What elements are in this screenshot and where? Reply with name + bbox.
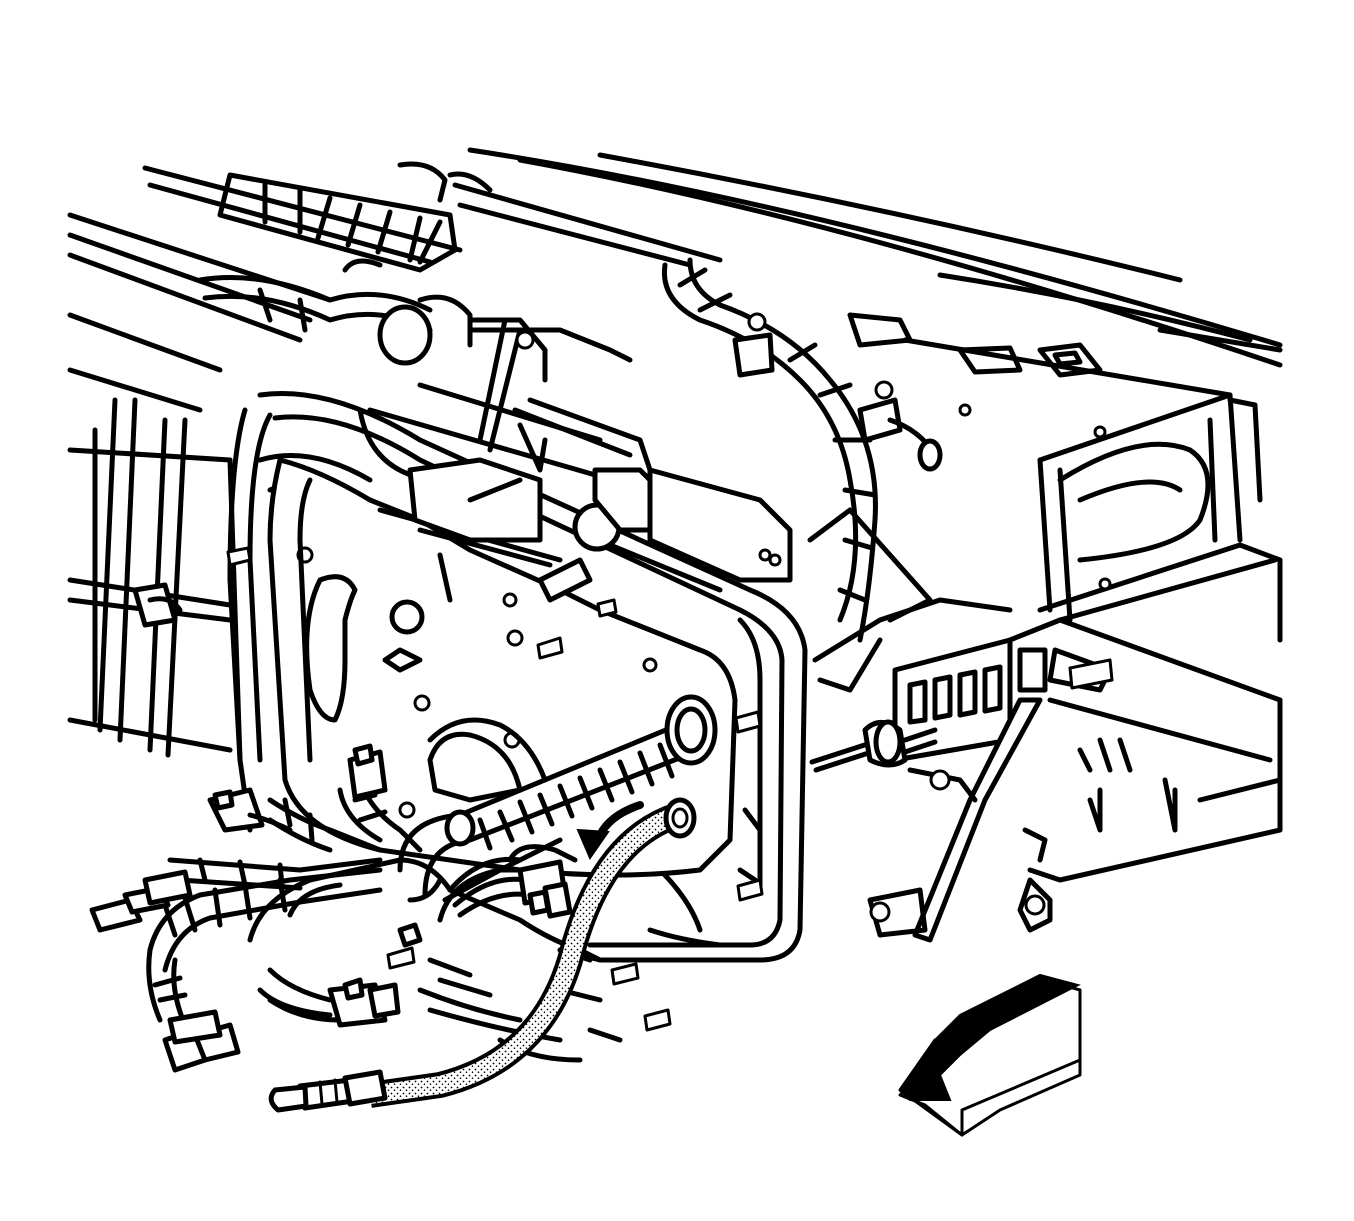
right-wire-harness [661,257,943,643]
dash-panel-box [807,312,1283,763]
flexible-cable [268,797,697,1113]
direction-arrow-icon [576,801,644,861]
mounting-plate [267,407,793,878]
studs [226,546,1114,1032]
hvac-case [67,397,243,763]
center-connector [442,844,578,919]
vent-grille [217,161,493,273]
upper-wire-harness [197,258,633,366]
lower-wire-harness [89,743,623,1073]
forward-arrow-icon [898,973,1082,1137]
coiled-conduit [397,694,718,923]
center-bracket [467,317,653,473]
control-cable-right [809,719,938,773]
dash-panel-lines [67,147,1283,488]
